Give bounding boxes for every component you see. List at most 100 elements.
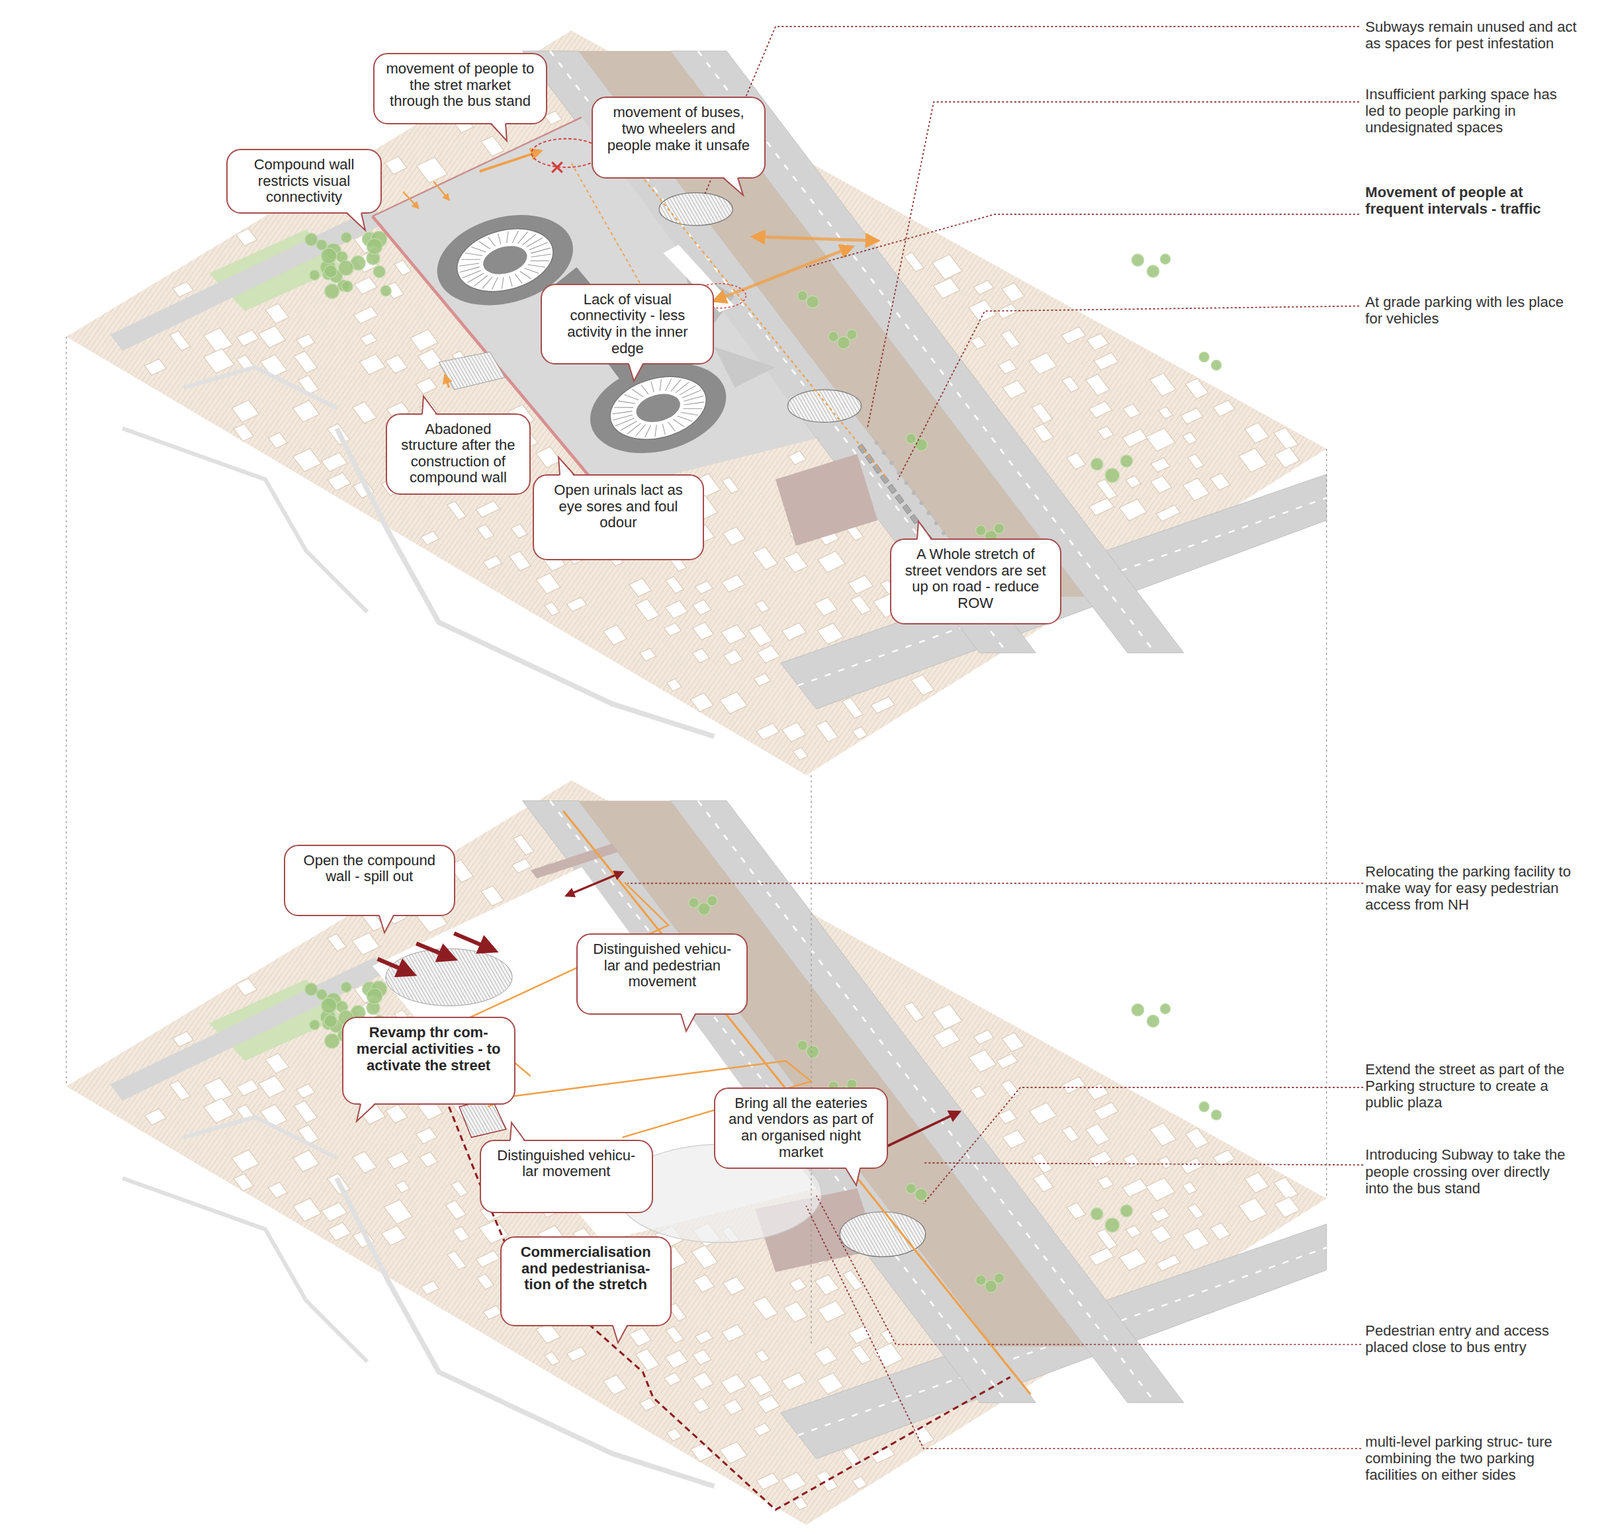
building: [360, 332, 378, 346]
building: [783, 1302, 808, 1323]
building: [394, 260, 412, 276]
bubble-tail-outline: [845, 1168, 861, 1186]
guides: [66, 26, 1364, 1450]
bus-platform: [580, 348, 737, 468]
tree: [324, 1015, 337, 1028]
building: [1032, 424, 1054, 443]
building: [755, 600, 769, 613]
building: [1066, 453, 1086, 470]
building: [231, 1150, 260, 1172]
building: [815, 1470, 839, 1493]
building: [664, 623, 682, 637]
drawing: [66, 26, 1364, 1526]
building: [973, 280, 994, 296]
building: [1001, 330, 1021, 349]
building: [968, 299, 996, 323]
bubble-tail: [680, 1013, 697, 1033]
tree: [797, 290, 808, 301]
building: [721, 575, 745, 593]
building: [475, 500, 500, 518]
building: [233, 424, 254, 442]
callout-bubble: movement of people to the stret market t…: [373, 52, 547, 125]
building: [512, 858, 532, 874]
tree: [324, 265, 337, 278]
bubble-tail-outline: [612, 1326, 628, 1344]
building: [911, 674, 934, 696]
callout-text: Abadoned structure after the constructio…: [396, 421, 521, 488]
building: [1274, 447, 1300, 468]
building: [665, 1350, 688, 1369]
building: [1032, 1173, 1054, 1193]
bus-bay-line: [675, 381, 690, 393]
bus-bay-line: [498, 233, 501, 245]
building: [293, 448, 322, 472]
compound-wall: [372, 117, 582, 217]
building: [1089, 400, 1113, 418]
bus-bay-line: [491, 277, 498, 290]
building: [1150, 457, 1170, 473]
tree: [305, 983, 318, 996]
bus-bay-line: [531, 254, 552, 257]
bus-bay-line: [528, 264, 546, 268]
bubble-tail: [845, 1167, 862, 1188]
building: [1089, 498, 1115, 517]
building: [510, 524, 528, 539]
annotation-note: multi-level parking struc- ture combinin…: [1365, 1433, 1577, 1485]
tree: [1159, 1003, 1170, 1014]
building: [1185, 378, 1209, 400]
opened-wall: [530, 843, 619, 879]
building: [817, 1301, 846, 1323]
bubble-tail-outline: [917, 521, 932, 540]
building: [1028, 352, 1057, 375]
building: [852, 727, 868, 740]
building: [1185, 1128, 1209, 1149]
tree: [380, 285, 392, 296]
callout-text: Distinguished vehicu- lar and pedestrian…: [586, 941, 738, 991]
building: [998, 359, 1018, 374]
bus-bay-line: [461, 259, 481, 261]
vendor: [941, 531, 946, 536]
building: [755, 1350, 769, 1364]
callout-text: A Whole stretch of street vendors are se…: [900, 546, 1051, 613]
lane: [122, 428, 368, 613]
bus-bay-line: [471, 246, 486, 253]
bus-bay: [603, 366, 714, 450]
building: [692, 1349, 712, 1366]
bus-bay-line: [522, 234, 537, 245]
building: [852, 1476, 868, 1490]
building: [327, 934, 347, 952]
building: [1097, 426, 1114, 440]
bus-platform-core: [479, 241, 531, 279]
leader-line: [627, 883, 1364, 885]
bus-bay-line: [502, 277, 504, 290]
callout-bubble: Compound wall restricts visual connectiv…: [226, 148, 382, 214]
parked-vehicle: [887, 484, 896, 495]
building: [293, 1101, 317, 1123]
bubble-tail: [379, 914, 396, 935]
bubble-tail-outline: [723, 177, 744, 196]
building: [267, 1182, 288, 1199]
parked-vehicle: [902, 504, 912, 515]
building: [447, 1251, 466, 1270]
lane: [122, 1178, 368, 1363]
building: [756, 1395, 780, 1414]
lane-marking: [698, 50, 1156, 654]
bus-bay-line: [459, 263, 480, 267]
leader-line: [704, 26, 1360, 196]
building: [850, 595, 872, 615]
building: [996, 1054, 1018, 1070]
building: [481, 135, 504, 157]
parked-vehicle: [895, 494, 904, 505]
bubble-tail-fill: [558, 457, 575, 478]
bus-bay-line: [662, 424, 666, 435]
building: [169, 1081, 190, 1102]
building: [719, 1441, 748, 1464]
building: [352, 933, 380, 956]
building: [782, 1373, 807, 1391]
building: [695, 1331, 713, 1345]
tree: [828, 331, 839, 342]
building: [665, 1326, 684, 1344]
bubble-tail-fill: [356, 1103, 376, 1122]
building: [1001, 1080, 1021, 1100]
building: [544, 111, 562, 126]
